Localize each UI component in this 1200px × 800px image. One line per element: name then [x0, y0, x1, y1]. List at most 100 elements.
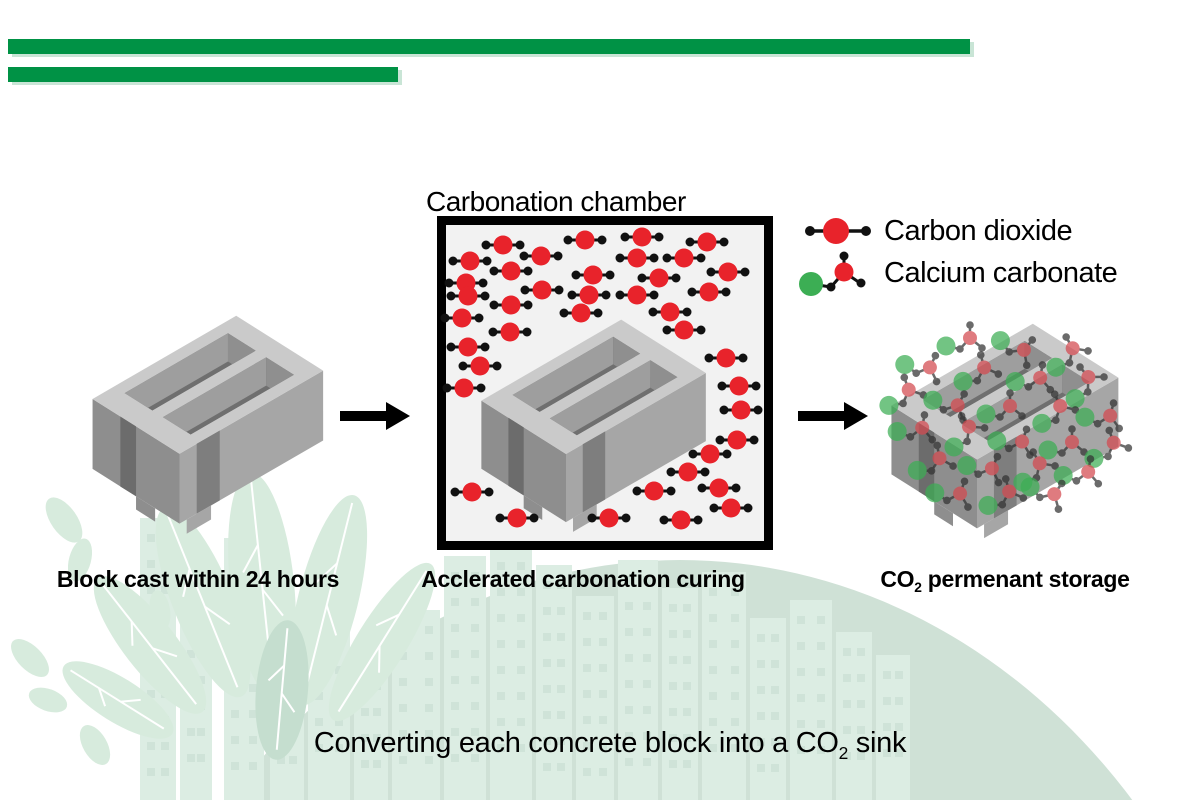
co2-molecule [495, 508, 539, 528]
co2-molecule [620, 227, 664, 247]
legend-item-calcium-carbonate: Calcium carbonate [798, 249, 1118, 297]
co2-molecule [662, 320, 706, 340]
co2-molecule [662, 248, 706, 268]
co2-molecule [659, 510, 703, 530]
header-bar-primary [8, 39, 970, 54]
co2-molecule [446, 337, 490, 357]
leaf [93, 576, 207, 714]
leaf [149, 590, 171, 630]
caco3-molecule [907, 441, 957, 480]
co2-molecule [488, 322, 532, 342]
caco3-molecule [976, 389, 1026, 424]
caco3-molecule [978, 475, 1028, 515]
co2-molecule [489, 295, 533, 315]
leaf [255, 620, 309, 760]
co2-molecule [458, 356, 502, 376]
building [836, 632, 872, 800]
caco3-molecule [1032, 390, 1080, 433]
calcium-carbonate-icon [799, 251, 866, 296]
caco3-molecule [1046, 333, 1092, 377]
co2-molecule [442, 378, 486, 398]
co2-molecule [520, 280, 564, 300]
caco3-molecule [1075, 399, 1123, 433]
arrow-stage2-to-stage3 [798, 402, 868, 430]
co2-molecule [567, 285, 611, 305]
co2-molecule [481, 235, 525, 255]
leaf [288, 494, 368, 706]
leaf [62, 661, 174, 739]
caco3-molecule [987, 425, 1034, 459]
building [702, 572, 746, 800]
leaf [11, 639, 49, 677]
caption: Converting each concrete block into a CO… [313, 727, 907, 763]
stage-label-block-cast: Block cast within 24 hours [56, 566, 340, 592]
caco3-molecule [887, 411, 937, 444]
leaf [155, 506, 251, 698]
caco3-molecule [936, 321, 986, 356]
building [444, 556, 486, 800]
building [790, 600, 832, 800]
co2-molecule [615, 285, 659, 305]
caco3-molecule [957, 452, 1003, 487]
caco3-molecule [1005, 361, 1055, 394]
caco3-molecule [990, 331, 1037, 370]
co2-molecule [632, 481, 676, 501]
building [618, 560, 658, 800]
legend-label: Carbon dioxide [884, 214, 1073, 247]
leaves-cluster [11, 472, 436, 765]
co2-molecule [687, 282, 731, 302]
building [576, 596, 614, 800]
building [750, 618, 786, 800]
caco3-molecules-layer [879, 321, 1133, 515]
caco3-molecule [923, 390, 968, 424]
co2-molecule [717, 376, 761, 396]
caco3-molecule [895, 351, 941, 386]
co2-molecule [563, 230, 607, 250]
co2-molecule [685, 232, 729, 252]
caco3-molecule [953, 351, 1003, 391]
carbon-dioxide-icon [805, 218, 871, 244]
co2-molecule [615, 248, 659, 268]
co2-molecule [637, 268, 681, 288]
building [662, 588, 698, 800]
building [536, 565, 572, 800]
co2-molecules-layer [440, 227, 763, 530]
co2-molecule [489, 261, 533, 281]
legend-label: Calcium carbonate [884, 256, 1118, 289]
concrete-block-fresh [93, 316, 324, 534]
co2-molecule [709, 498, 753, 518]
leaf [45, 497, 83, 543]
co2-molecule [648, 302, 692, 322]
co2-molecule [559, 303, 603, 323]
co2-molecule [688, 444, 732, 464]
co2-molecule [666, 462, 710, 482]
caco3-molecule [1065, 363, 1108, 409]
caco3-molecule [925, 477, 972, 511]
chamber-title: Carbonation chamber [426, 186, 686, 217]
caco3-molecule [1020, 477, 1066, 513]
leaf [328, 562, 436, 722]
leaf [79, 725, 111, 765]
caco3-molecule [944, 412, 989, 457]
caco3-molecule [1053, 455, 1103, 488]
header-bar-secondary [8, 67, 398, 82]
co2-molecule [706, 262, 750, 282]
co2-molecule [587, 508, 631, 528]
co2-molecule [719, 400, 763, 420]
building [876, 655, 910, 800]
co2-molecule [519, 246, 563, 266]
stage-label-carbonation-curing: Acclerated carbonation curing [421, 566, 745, 592]
caco3-molecule [1084, 426, 1133, 468]
leaf [28, 687, 68, 713]
co2-molecule [440, 308, 484, 328]
arrow-stage1-to-stage2 [340, 402, 410, 430]
co2-molecule [697, 478, 741, 498]
co2-molecule [450, 482, 494, 502]
co2-molecule [704, 348, 748, 368]
co2-molecule [571, 265, 615, 285]
co2-molecule [446, 286, 490, 306]
leaf [67, 538, 93, 582]
